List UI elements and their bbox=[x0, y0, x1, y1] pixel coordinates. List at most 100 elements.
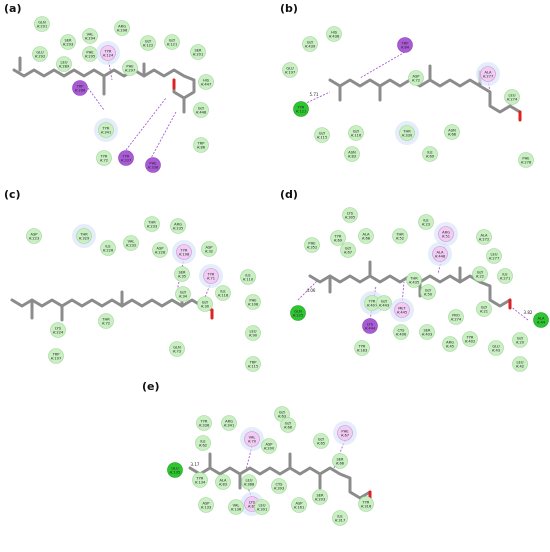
distance-label: 5.71 bbox=[310, 92, 319, 97]
residue-disc bbox=[82, 28, 98, 44]
residue-disc bbox=[201, 241, 217, 257]
residue-name: ARG bbox=[225, 419, 233, 423]
residue-disc bbox=[282, 62, 298, 78]
residue-id: A:448 bbox=[435, 255, 446, 259]
residue-disc bbox=[197, 296, 213, 312]
residue-name: PHE bbox=[149, 161, 157, 165]
panel-b: (b)HISA:438GLYA:439TRPA:84GLUA:197ASPA:7… bbox=[280, 2, 534, 168]
residue-id: A:435 bbox=[409, 281, 419, 285]
residue-name: CYS bbox=[276, 482, 284, 486]
residue-name: ASP bbox=[413, 74, 421, 78]
residue-name: GLY bbox=[169, 38, 176, 42]
residue-id: A:83 bbox=[348, 155, 356, 159]
residue-disc bbox=[438, 226, 454, 242]
residue-disc bbox=[190, 44, 206, 60]
residue-id: A:232 bbox=[126, 244, 136, 248]
residue-name: MET bbox=[398, 306, 406, 310]
residue-disc bbox=[476, 229, 492, 245]
residue-name: TRP bbox=[52, 352, 61, 356]
residue-name: ILE bbox=[105, 244, 111, 248]
residue-name: LEU bbox=[246, 478, 253, 482]
residue-id: A:341 bbox=[224, 424, 234, 428]
residue-disc bbox=[406, 272, 422, 288]
residue-name: ASP bbox=[296, 501, 304, 505]
residue-disc bbox=[419, 324, 435, 340]
residue-disc bbox=[50, 322, 66, 338]
residue-name: SER bbox=[178, 270, 186, 274]
residue-disc bbox=[337, 425, 353, 441]
residue-disc bbox=[114, 20, 130, 36]
residue-disc bbox=[245, 325, 261, 341]
residue-id: A:134 bbox=[195, 481, 206, 485]
residue-name: ALA bbox=[484, 70, 492, 74]
residue-name: ALA bbox=[480, 233, 488, 237]
residue-id: A:225 bbox=[293, 314, 303, 318]
residue-id: A:85 bbox=[248, 505, 256, 509]
residue-disc bbox=[480, 66, 496, 82]
residue-name: GLY bbox=[477, 270, 484, 274]
residue-id: A:233 bbox=[147, 225, 157, 229]
residue-id: A:44 bbox=[537, 321, 546, 325]
residue-name: TRP bbox=[76, 84, 85, 88]
residue-disc bbox=[169, 341, 185, 357]
residue-disc bbox=[512, 332, 528, 348]
residue-name: PHE bbox=[249, 298, 257, 302]
residue-id: A:438 bbox=[329, 35, 340, 39]
residue-disc bbox=[358, 496, 374, 512]
residue-disc bbox=[198, 497, 214, 513]
residue-disc bbox=[60, 34, 76, 50]
residue-disc bbox=[330, 230, 346, 246]
residue-id: A:338 bbox=[148, 166, 159, 170]
residue-name: SER bbox=[316, 493, 324, 497]
interaction-line bbox=[297, 279, 319, 301]
residue-name: PRO bbox=[452, 313, 460, 317]
panel-label: (b) bbox=[280, 2, 298, 15]
residue-name: GLY bbox=[180, 290, 187, 294]
residue-disc bbox=[420, 284, 436, 300]
residue-disc bbox=[271, 478, 287, 494]
residue-id: A:30 bbox=[201, 305, 210, 309]
panel-e: (e)GLYA:63TYRA:336ARGA:341GLYA:68PHEA:67… bbox=[142, 380, 374, 526]
panel-d: (d)LYSA:305ILEA:23TYRA:69ALAA:68THRA:52A… bbox=[280, 188, 549, 372]
residue-disc bbox=[518, 152, 534, 168]
residue-id: A:224 bbox=[53, 331, 64, 335]
residue-id: A:67 bbox=[341, 434, 349, 438]
residue-name: ALA bbox=[219, 478, 227, 482]
residue-id: A:393 bbox=[274, 487, 284, 491]
residue-disc bbox=[442, 336, 458, 352]
residue-name: TYR bbox=[207, 272, 215, 276]
residue-name: ARG bbox=[118, 24, 126, 28]
residue-name: HIS bbox=[331, 30, 338, 34]
residue-disc bbox=[354, 340, 370, 356]
residue-id: A:121 bbox=[296, 110, 306, 114]
residue-disc bbox=[340, 242, 356, 258]
residue-id: A:20 bbox=[516, 341, 525, 345]
residue-id: A:108 bbox=[248, 303, 259, 307]
